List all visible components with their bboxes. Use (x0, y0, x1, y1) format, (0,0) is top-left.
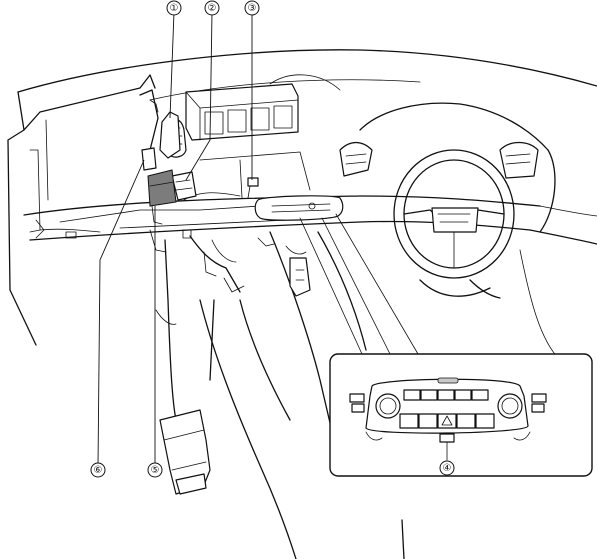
svg-text:③: ③ (248, 3, 257, 14)
windshield-edge (17, 49, 597, 93)
inset-detail (329, 353, 593, 477)
heater-unit (182, 229, 275, 293)
inset-leader-mid (321, 217, 391, 355)
floor-duct (149, 229, 215, 495)
svg-text:④: ④ (443, 463, 452, 474)
center-vent (185, 74, 341, 141)
callout-4: ④ (439, 460, 455, 476)
steering-wheel-assembly (339, 102, 556, 299)
svg-text:①: ① (170, 3, 179, 14)
leader-1 (169, 11, 175, 119)
component-1-sensor (159, 111, 181, 159)
callout-5: ⑤ (147, 462, 163, 478)
svg-text:⑤: ⑤ (151, 465, 160, 476)
inset-leader-left (299, 217, 363, 355)
svg-text:⑥: ⑥ (94, 465, 103, 476)
dash-top-curve (149, 79, 421, 101)
leader-6 (97, 159, 145, 467)
leader-2 (185, 11, 213, 181)
center-console (199, 231, 405, 559)
hazard-icon (441, 415, 453, 426)
callout-1: ① (166, 0, 182, 16)
component-5-module (147, 169, 177, 207)
left-pillar (7, 74, 156, 346)
callout-2: ② (204, 0, 220, 16)
svg-text:②: ② (208, 3, 217, 14)
component-2-bracket (171, 171, 197, 201)
inset-leader-right (335, 213, 419, 355)
callout-6: ⑥ (90, 462, 106, 478)
right-dash (519, 205, 597, 361)
callout-3: ③ (244, 0, 260, 16)
component-3-connector (247, 177, 259, 187)
component-6-sensor (141, 147, 157, 171)
climate-panel-small (254, 195, 344, 221)
